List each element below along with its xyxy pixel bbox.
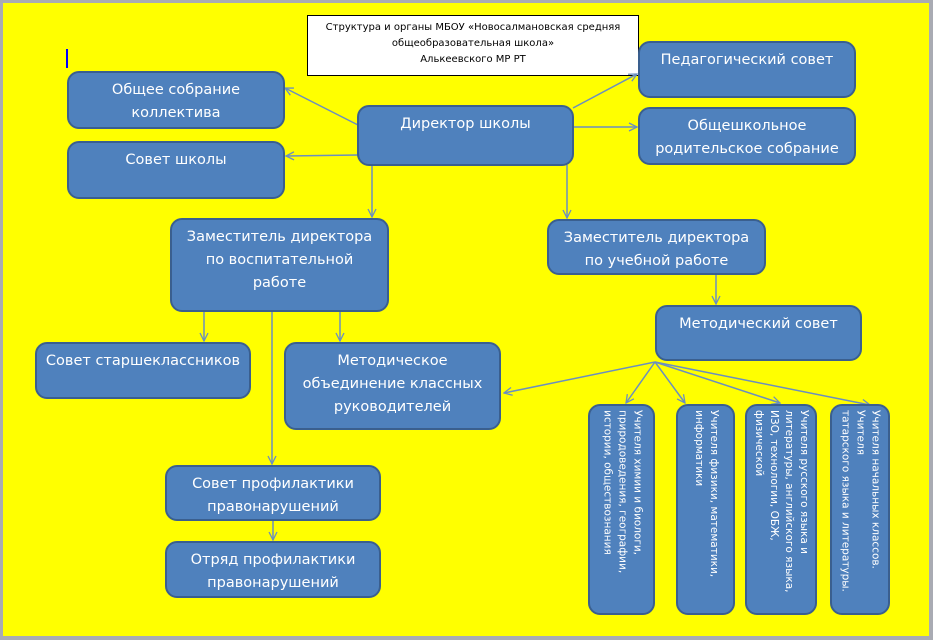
node-label: Общее собрание коллектива <box>111 82 241 121</box>
node-label: Заместитель директора по воспитательной … <box>186 229 373 291</box>
node-parents-meeting[interactable]: Общешкольное родительское собрание <box>638 107 856 165</box>
node-senior-students-council[interactable]: Совет старшеклассников <box>35 342 251 399</box>
node-label: Методическое объединение классных руково… <box>302 353 483 415</box>
node-prevention-council[interactable]: Совет профилактики правонарушений <box>165 465 381 521</box>
node-school-council[interactable]: Совет школы <box>67 141 285 199</box>
node-label: Директор школы <box>400 116 531 132</box>
node-label: Совет профилактики правонарушений <box>192 476 354 515</box>
node-methodical-council[interactable]: Методический совет <box>655 305 862 361</box>
node-deputy-academic[interactable]: Заместитель директора по учебной работе <box>547 219 766 275</box>
node-label: Учителя русского языка и литературы, анг… <box>753 409 810 592</box>
node-label: Совет школы <box>125 152 227 168</box>
text-cursor <box>66 49 68 68</box>
node-label: Совет старшеклассников <box>45 353 241 369</box>
node-label: Методический совет <box>679 316 838 332</box>
node-label: Учителя физики, математики, информатики <box>692 409 720 577</box>
diagram-title: Структура и органы МБОУ «Новосалмановска… <box>307 15 639 76</box>
node-director[interactable]: Директор школы <box>357 105 574 166</box>
node-label: Учителя начальных классов. Учителя татар… <box>839 409 882 592</box>
node-class-teachers-association[interactable]: Методическое объединение классных руково… <box>284 342 501 430</box>
node-label: Педагогический совет <box>660 52 834 68</box>
node-pedagogical-council[interactable]: Педагогический совет <box>638 41 856 98</box>
node-deputy-educational[interactable]: Заместитель директора по воспитательной … <box>170 218 389 312</box>
node-label: Заместитель директора по учебной работе <box>563 230 750 269</box>
node-teachers-primary[interactable]: Учителя начальных классов. Учителя татар… <box>830 404 890 615</box>
node-teachers-physics[interactable]: Учителя физики, математики, информатики <box>676 404 735 615</box>
node-teachers-chemistry[interactable]: Учителя химии и биологи, природоведения,… <box>588 404 655 615</box>
node-teachers-russian[interactable]: Учителя русского языка и литературы, анг… <box>745 404 817 615</box>
node-label: Общешкольное родительское собрание <box>655 118 839 157</box>
node-prevention-squad[interactable]: Отряд профилактики правонарушений <box>165 541 381 598</box>
node-general-meeting[interactable]: Общее собрание коллектива <box>67 71 285 129</box>
node-label: Учителя химии и биологи, природоведения,… <box>601 409 643 573</box>
node-label: Отряд профилактики правонарушений <box>190 552 356 591</box>
